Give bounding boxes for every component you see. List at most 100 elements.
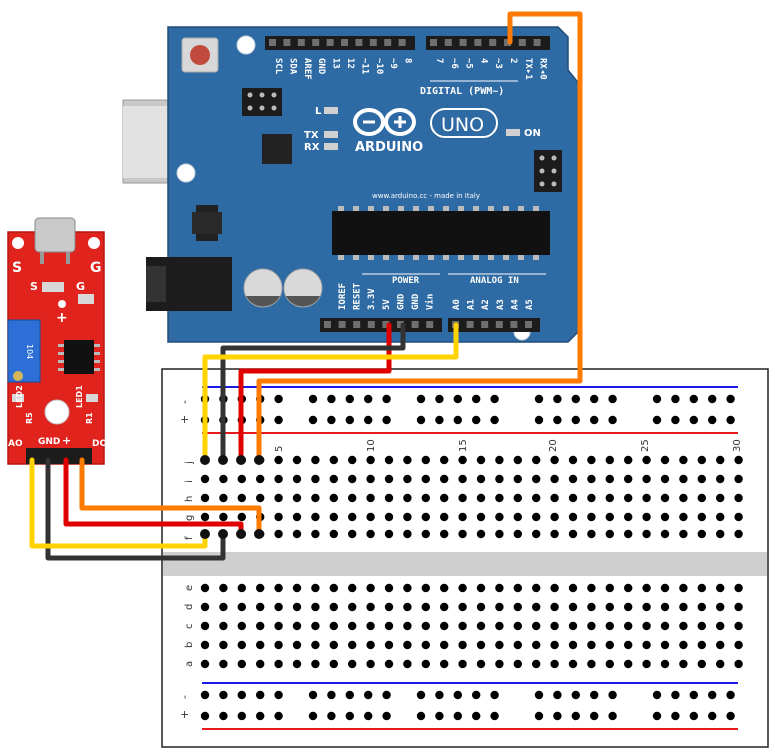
rail-hole[interactable] xyxy=(571,690,580,700)
rail-hole[interactable] xyxy=(652,711,662,721)
breadboard-hole[interactable] xyxy=(237,602,246,612)
rail-hole[interactable] xyxy=(382,690,391,700)
breadboard-hole[interactable] xyxy=(274,474,283,484)
rail-hole[interactable] xyxy=(671,394,680,404)
breadboard-hole[interactable] xyxy=(476,602,486,612)
rail-hole[interactable] xyxy=(689,415,698,425)
breadboard-hole[interactable] xyxy=(384,512,394,522)
breadboard-hole[interactable] xyxy=(219,621,228,631)
header-pin[interactable] xyxy=(489,39,497,46)
breadboard-hole[interactable] xyxy=(568,512,578,522)
breadboard-hole[interactable] xyxy=(513,621,522,631)
rail-hole[interactable] xyxy=(382,394,391,404)
breadboard-hole[interactable] xyxy=(587,602,596,612)
breadboard-hole[interactable] xyxy=(311,659,320,669)
breadboard-hole[interactable] xyxy=(605,640,614,650)
breadboard-hole[interactable] xyxy=(366,602,375,612)
breadboard-hole[interactable] xyxy=(476,512,486,522)
breadboard-hole[interactable] xyxy=(605,512,614,522)
rail-hole[interactable] xyxy=(274,415,283,425)
rail-hole[interactable] xyxy=(435,690,444,700)
breadboard-hole[interactable] xyxy=(679,659,688,669)
breadboard-hole[interactable] xyxy=(513,455,522,465)
breadboard-hole[interactable] xyxy=(734,621,743,631)
rail-hole[interactable] xyxy=(590,711,599,721)
breadboard-hole[interactable] xyxy=(605,474,614,484)
breadboard-hole[interactable] xyxy=(513,529,522,539)
breadboard-hole[interactable] xyxy=(237,640,246,650)
rail-hole[interactable] xyxy=(453,711,462,721)
rail-hole[interactable] xyxy=(364,711,373,721)
breadboard-hole[interactable] xyxy=(532,512,541,522)
breadboard-hole[interactable] xyxy=(660,493,670,503)
breadboard-hole[interactable] xyxy=(366,512,375,522)
breadboard-hole[interactable] xyxy=(495,602,504,612)
breadboard-hole[interactable] xyxy=(679,493,688,503)
breadboard-hole[interactable] xyxy=(624,474,633,484)
header-pin[interactable] xyxy=(397,321,404,328)
breadboard-hole[interactable] xyxy=(716,659,725,669)
breadboard-hole[interactable] xyxy=(421,474,430,484)
rail-hole[interactable] xyxy=(671,690,680,700)
header-pin[interactable] xyxy=(518,39,526,46)
breadboard-hole[interactable] xyxy=(716,621,725,631)
rail-hole[interactable] xyxy=(708,415,717,425)
breadboard-hole[interactable] xyxy=(679,602,688,612)
breadboard-hole[interactable] xyxy=(421,493,430,503)
header-pin[interactable] xyxy=(369,39,377,46)
rail-hole[interactable] xyxy=(327,394,336,404)
breadboard-hole[interactable] xyxy=(421,659,430,669)
rail-hole[interactable] xyxy=(490,690,499,700)
header-pin[interactable] xyxy=(510,321,518,328)
breadboard-hole[interactable] xyxy=(458,474,467,484)
breadboard-hole[interactable] xyxy=(219,602,228,612)
breadboard-hole[interactable] xyxy=(292,583,302,593)
breadboard-hole[interactable] xyxy=(697,455,706,465)
breadboard-hole[interactable] xyxy=(219,640,228,650)
breadboard-hole[interactable] xyxy=(716,493,725,503)
breadboard-hole[interactable] xyxy=(274,583,283,593)
header-pin[interactable] xyxy=(398,39,406,46)
breadboard-hole[interactable] xyxy=(532,640,541,650)
breadboard-hole[interactable] xyxy=(734,455,743,465)
breadboard-hole[interactable] xyxy=(513,474,522,484)
breadboard-hole[interactable] xyxy=(403,529,412,539)
wire-black-gnd[interactable] xyxy=(220,322,406,463)
breadboard-hole[interactable] xyxy=(660,512,670,522)
breadboard-hole[interactable] xyxy=(440,621,449,631)
breadboard-hole[interactable] xyxy=(348,512,357,522)
breadboard-hole[interactable] xyxy=(440,659,449,669)
breadboard-hole[interactable] xyxy=(679,512,688,522)
rail-hole[interactable] xyxy=(256,711,265,721)
breadboard-hole[interactable] xyxy=(624,583,633,593)
breadboard-hole[interactable] xyxy=(550,512,559,522)
breadboard-hole[interactable] xyxy=(734,659,743,669)
breadboard-hole[interactable] xyxy=(237,474,246,484)
breadboard-hole[interactable] xyxy=(513,583,522,593)
breadboard-hole[interactable] xyxy=(550,474,559,484)
rail-hole[interactable] xyxy=(490,711,499,721)
rail-hole[interactable] xyxy=(708,394,717,404)
breadboard-hole[interactable] xyxy=(513,493,522,503)
rail-hole[interactable] xyxy=(726,690,735,700)
breadboard-hole[interactable] xyxy=(237,493,246,503)
rail-hole[interactable] xyxy=(490,415,499,425)
rail-hole[interactable] xyxy=(453,415,462,425)
breadboard-hole[interactable] xyxy=(734,512,743,522)
header-pin[interactable] xyxy=(411,321,419,328)
breadboard-hole[interactable] xyxy=(237,659,246,669)
breadboard-hole[interactable] xyxy=(660,602,670,612)
rail-hole[interactable] xyxy=(327,711,336,721)
breadboard-hole[interactable] xyxy=(329,529,338,539)
rail-hole[interactable] xyxy=(364,415,373,425)
breadboard-hole[interactable] xyxy=(587,455,596,465)
breadboard-hole[interactable] xyxy=(605,493,614,503)
breadboard-hole[interactable] xyxy=(458,455,467,465)
rail-hole[interactable] xyxy=(472,711,481,721)
rail-hole[interactable] xyxy=(200,711,210,721)
breadboard-hole[interactable] xyxy=(605,602,614,612)
header-pin[interactable] xyxy=(283,39,291,46)
breadboard-hole[interactable] xyxy=(366,621,375,631)
breadboard-hole[interactable] xyxy=(274,621,283,631)
breadboard-hole[interactable] xyxy=(697,529,706,539)
